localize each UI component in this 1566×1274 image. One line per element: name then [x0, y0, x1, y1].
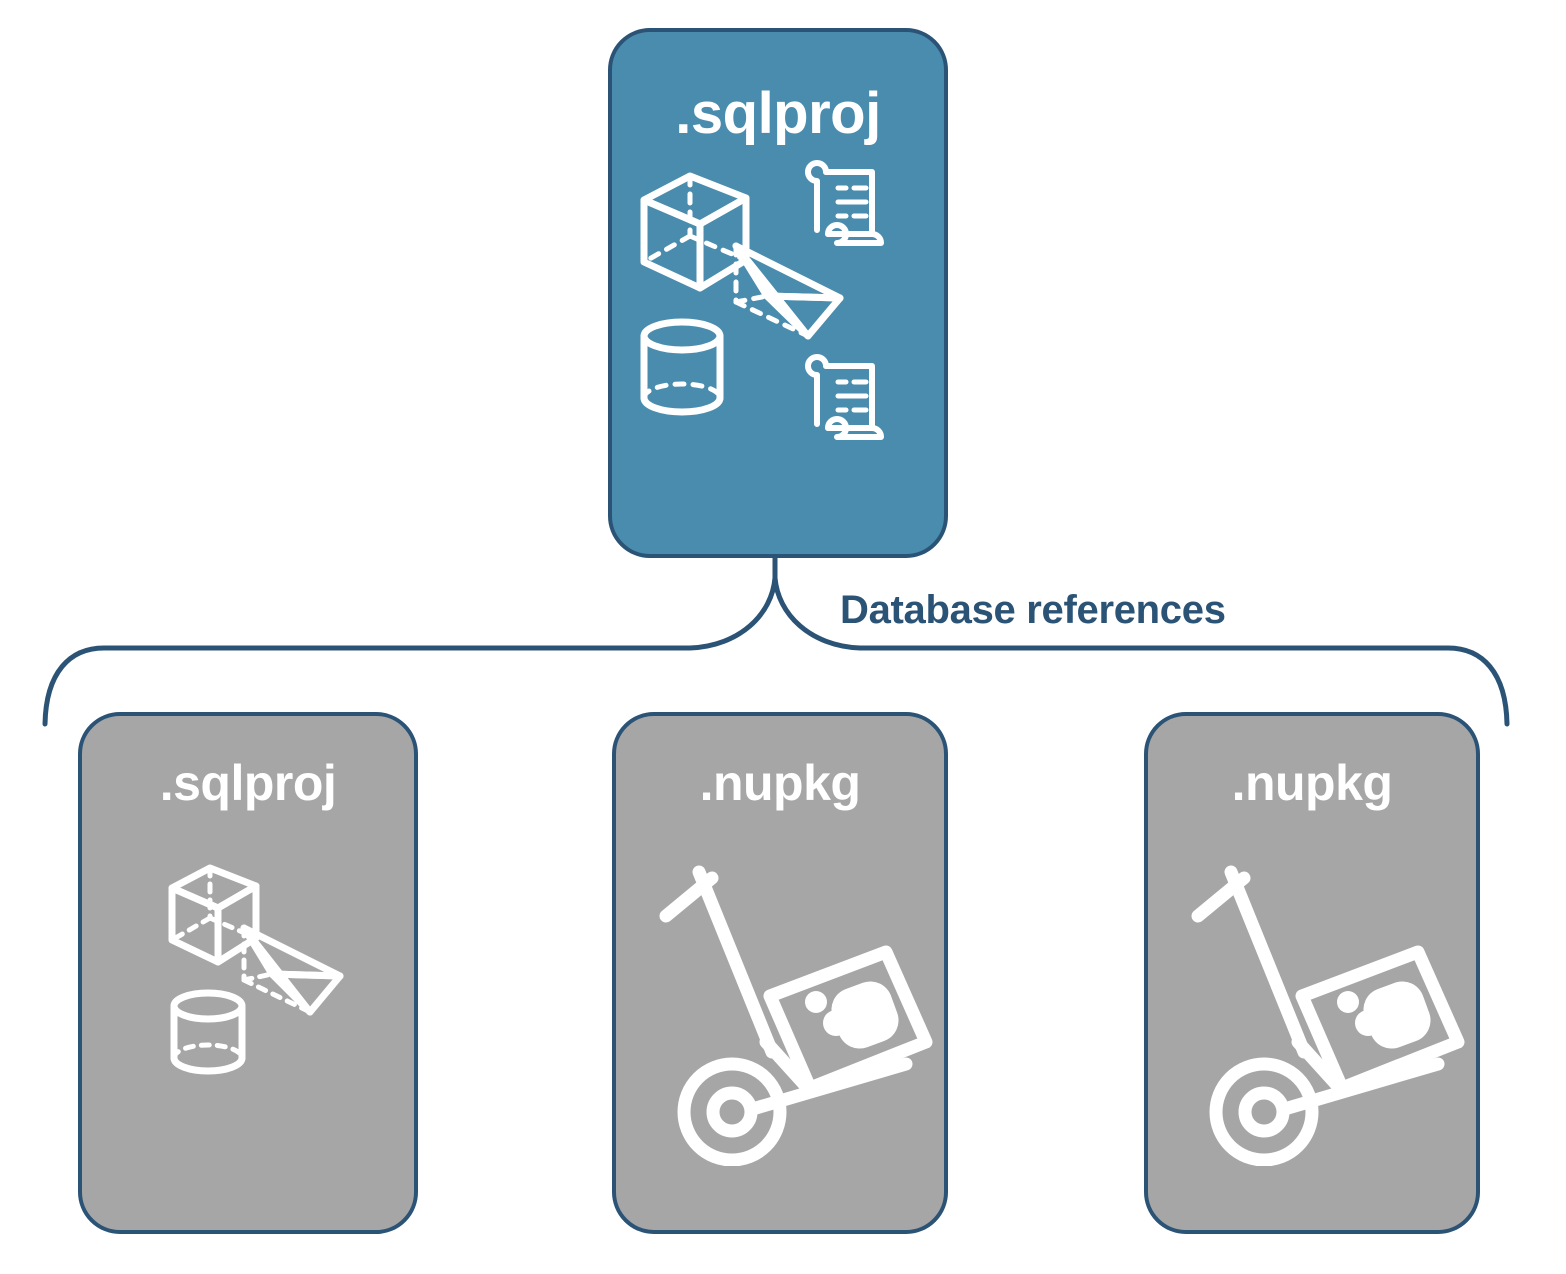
cylinder-wireframe-icon	[640, 318, 724, 416]
card-sqlproj-main[interactable]: .sqlproj	[608, 28, 948, 558]
cube-wireframe-icon	[640, 172, 750, 292]
card-nupkg-reference-1-icons	[616, 846, 944, 1167]
scroll-script-icon	[805, 354, 884, 440]
card-nupkg-reference-2-title: .nupkg	[1231, 755, 1393, 811]
card-nupkg-reference-2[interactable]: .nupkg	[1144, 712, 1480, 1234]
card-nupkg-reference-1-title: .nupkg	[699, 755, 861, 811]
card-sqlproj-reference-icons	[82, 856, 414, 1086]
nuget-logo-blobs	[805, 981, 899, 1049]
hand-truck-package-icon	[1191, 865, 1465, 1167]
pyramid-wireframe-icon	[732, 242, 844, 340]
nuget-logo-blobs	[1337, 981, 1431, 1049]
sqlproj-reference-icon-group	[168, 864, 344, 1075]
card-nupkg-reference-1[interactable]: .nupkg	[612, 712, 948, 1234]
card-sqlproj-reference[interactable]: .sqlproj	[78, 712, 418, 1234]
pyramid-wireframe-icon	[240, 924, 344, 1016]
scroll-script-icon	[805, 160, 884, 246]
brace-label: Database references	[840, 588, 1226, 632]
brace-label-background	[826, 586, 1316, 634]
hand-truck-package-icon	[659, 865, 933, 1167]
card-sqlproj-main-icons	[612, 160, 944, 450]
card-sqlproj-reference-title: .sqlproj	[159, 755, 337, 811]
cylinder-wireframe-icon	[170, 989, 246, 1075]
card-sqlproj-main-title: .sqlproj	[675, 81, 881, 146]
sqlproj-icon-group	[640, 160, 884, 440]
card-nupkg-reference-2-icons	[1148, 846, 1476, 1167]
